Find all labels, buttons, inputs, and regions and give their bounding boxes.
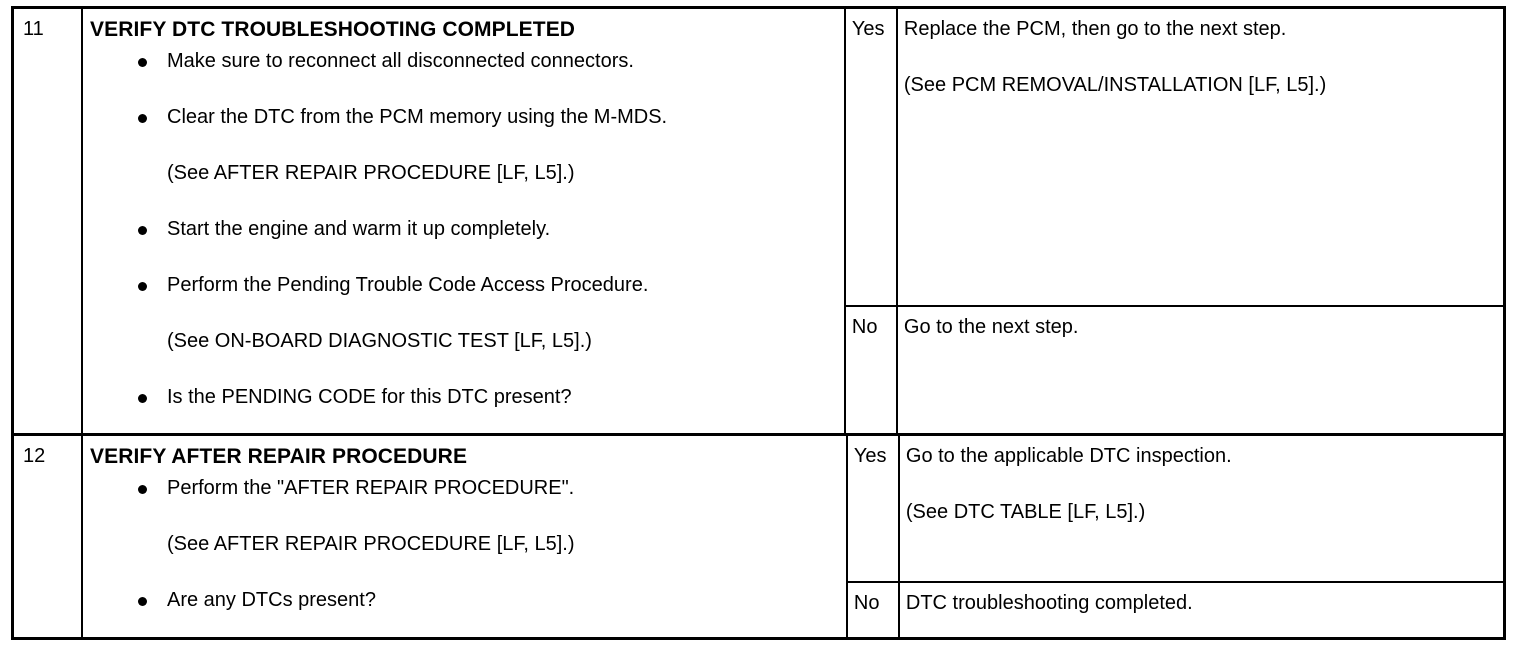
step-action-cell: VERIFY AFTER REPAIR PROCEDURE Perform th… [83,436,848,637]
result-no-cell: DTC troubleshooting completed. [899,581,1503,637]
list-item: Clear the DTC from the PCM memory using … [90,105,844,161]
list-item: Start the engine and warm it up complete… [90,217,844,273]
bullet-icon [138,226,147,235]
step-title: VERIFY DTC TROUBLESHOOTING COMPLETED [90,18,576,41]
list-item-label: Make sure to reconnect all disconnected … [167,50,634,72]
table-row: 12 VERIFY AFTER REPAIR PROCEDURE Perform… [14,433,1503,637]
list-item: Perform the Pending Trouble Code Access … [90,273,844,329]
result-line: DTC troubleshooting completed. [905,592,1193,614]
result-line: Go to the applicable DTC inspection. [905,445,1232,467]
dtc-troubleshooting-table: 11 VERIFY DTC TROUBLESHOOTING COMPLETED … [11,6,1506,640]
list-item-label: Are any DTCs present? [167,589,376,611]
answer-yes: Yes [851,18,885,40]
step-action-cell: VERIFY DTC TROUBLESHOOTING COMPLETED Mak… [83,9,846,433]
list-item: Perform the "AFTER REPAIR PROCEDURE". [90,476,846,532]
bullet-icon [138,597,147,606]
list-item-label: Perform the "AFTER REPAIR PROCEDURE". [167,477,575,499]
result-reference-line: (See DTC TABLE [LF, L5].) [905,501,1146,523]
answer-no: No [845,305,896,430]
bullet-icon [138,58,147,67]
result-reference-line: (See PCM REMOVAL/INSTALLATION [LF, L5].) [903,74,1327,96]
step-number: 11 [23,18,44,40]
result-line: Replace the PCM, then go to the next ste… [903,18,1287,40]
result-column: Replace the PCM, then go to the next ste… [897,9,1503,433]
answer-column: Yes No [845,9,898,433]
result-line: Go to the next step. [903,316,1079,338]
answer-no: No [847,581,898,637]
step-instruction-list: Make sure to reconnect all disconnected … [90,49,844,441]
reference-note: (See ON-BOARD DIAGNOSTIC TEST [LF, L5].) [167,330,592,352]
reference-note: (See AFTER REPAIR PROCEDURE [LF, L5].) [167,533,575,555]
step-title: VERIFY AFTER REPAIR PROCEDURE [90,445,468,468]
bullet-icon [138,485,147,494]
bullet-icon [138,114,147,123]
list-item-label: Perform the Pending Trouble Code Access … [167,274,649,296]
reference-note: (See AFTER REPAIR PROCEDURE [LF, L5].) [167,162,575,184]
bullet-icon [138,394,147,403]
step-number-cell: 12 [14,436,83,637]
list-item-label: Start the engine and warm it up complete… [167,218,551,240]
list-item: Make sure to reconnect all disconnected … [90,49,844,105]
list-item-label: Is the PENDING CODE for this DTC present… [167,386,572,408]
step-number: 12 [23,445,46,467]
result-yes-cell: Replace the PCM, then go to the next ste… [898,9,1503,305]
step-number-cell: 11 [14,9,83,433]
result-no-cell: Go to the next step. [897,305,1503,430]
list-item: Are any DTCs present? [90,588,846,644]
list-item-label: Clear the DTC from the PCM memory using … [167,106,668,128]
result-yes-cell: Go to the applicable DTC inspection. (Se… [900,436,1503,581]
answer-yes: Yes [853,445,887,467]
result-column: Go to the applicable DTC inspection. (Se… [899,436,1503,637]
list-item: Is the PENDING CODE for this DTC present… [90,385,844,441]
table-row: 11 VERIFY DTC TROUBLESHOOTING COMPLETED … [14,9,1503,433]
step-instruction-list: Perform the "AFTER REPAIR PROCEDURE". (S… [90,476,846,644]
bullet-icon [138,282,147,291]
answer-column: Yes No [847,436,900,637]
